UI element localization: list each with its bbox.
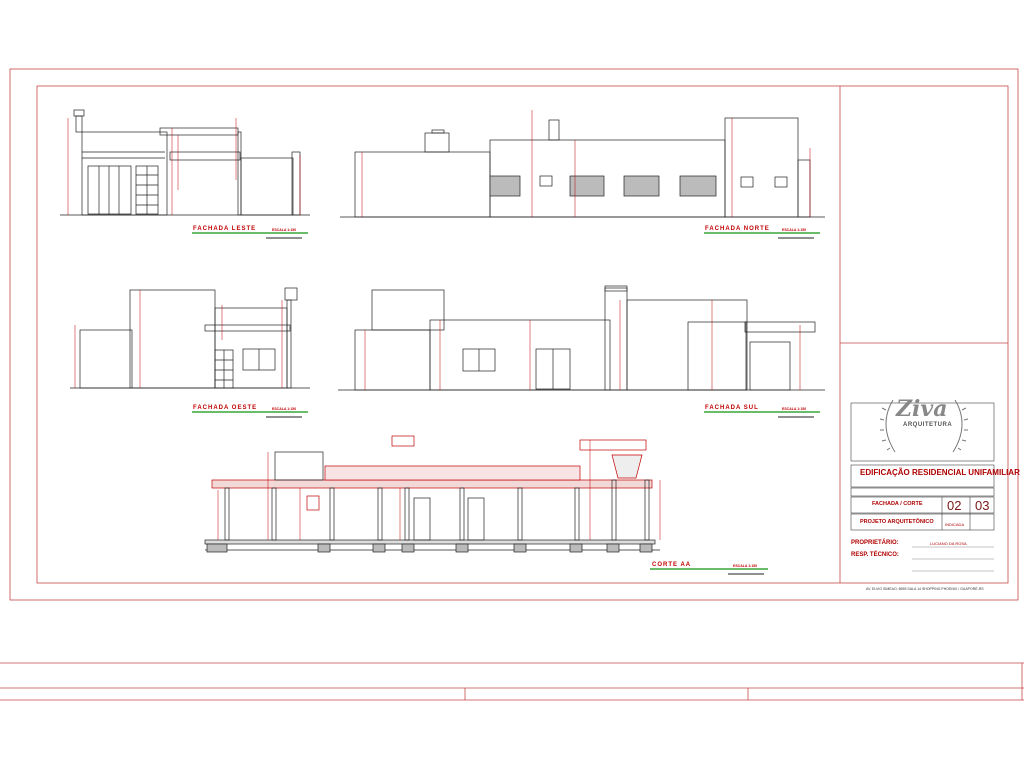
tech-label: RESP. TÉCNICO: [851, 552, 899, 558]
footer-address: AV. ELVIO SIMEAO, 6555 SALA 14 SHOPPING … [866, 587, 984, 591]
sheet-content: FACHADA / CORTE [872, 501, 923, 507]
view-title-fachada-sul: FACHADA SUL [705, 405, 759, 411]
logo-subtitle: ARQUITETURA [903, 422, 953, 428]
view-title-corte-aa: CORTE AA [652, 562, 692, 568]
project-type: PROJETO ARQUITETÔNICO [860, 519, 934, 525]
view-title-fachada-norte: FACHADA NORTE [705, 226, 770, 232]
sheet-total: 03 [975, 498, 990, 513]
view-scale-fachada-leste: ESCALA 1:150 [272, 228, 297, 232]
project-title: EDIFICAÇÃO RESIDENCIAL UNIFAMILIAR [860, 468, 1020, 477]
sheet-number: 02 [947, 498, 962, 513]
scale-value: INDICADA [945, 522, 965, 527]
owner-value: LUCIANO DA ROSA [930, 541, 967, 546]
view-scale-corte-aa: ESCALA 1:150 [733, 564, 758, 568]
view-title-fachada-leste: FACHADA LESTE [193, 226, 257, 232]
view-scale-fachada-norte: ESCALA 1:150 [782, 228, 807, 232]
view-scale-fachada-sul: ESCALA 1:150 [782, 407, 807, 411]
view-title-fachada-oeste: FACHADA OESTE [193, 405, 258, 411]
logo-name: Ziva [896, 396, 948, 422]
owner-label: PROPRIETÁRIO: [851, 540, 899, 546]
view-scale-fachada-oeste: ESCALA 1:150 [272, 407, 297, 411]
